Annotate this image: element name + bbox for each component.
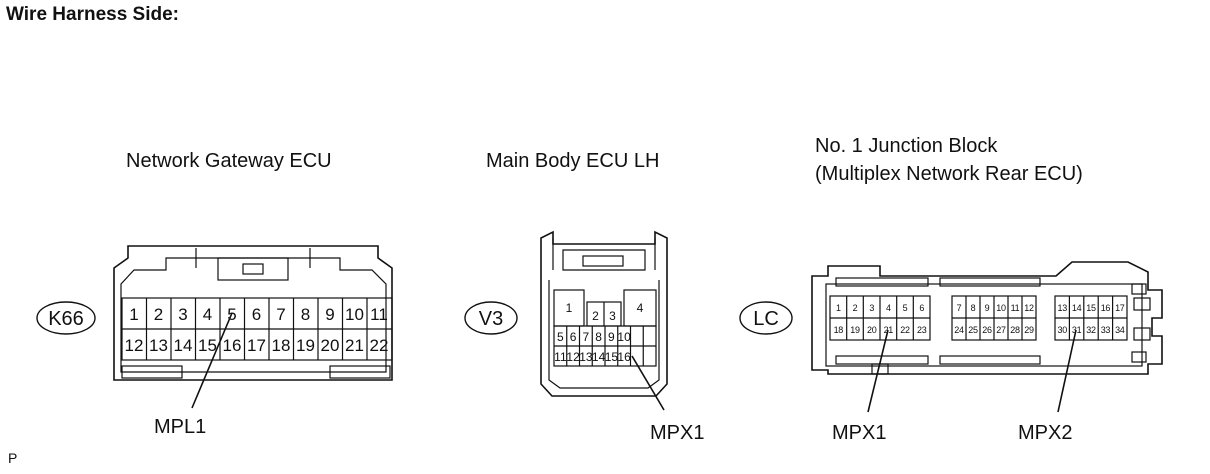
connector-1-housing xyxy=(113,245,393,381)
pin: 10 xyxy=(996,303,1006,313)
pin: 9 xyxy=(325,305,334,324)
pin: 14 xyxy=(1072,303,1082,313)
pin: 2 xyxy=(154,305,163,324)
callout-leader xyxy=(191,312,233,409)
connector-2-label: Main Body ECU LH xyxy=(486,150,659,172)
pin: 11 xyxy=(1011,303,1020,313)
connector-code: LC xyxy=(753,308,779,330)
pin: 26 xyxy=(982,325,992,335)
pin: 3 xyxy=(178,305,187,324)
pin: 6 xyxy=(919,303,924,313)
pin: 21 xyxy=(884,325,894,335)
pin: 2 xyxy=(853,303,858,313)
pin: 14 xyxy=(174,336,193,355)
connector-2-code-badge xyxy=(464,301,518,335)
page-footer-code: P xyxy=(8,450,18,466)
pin: 29 xyxy=(1024,325,1034,335)
pin: 10 xyxy=(345,305,364,324)
pin: 7 xyxy=(276,305,285,324)
pin: 25 xyxy=(968,325,978,335)
pin: 9 xyxy=(608,330,615,344)
pin: 12 xyxy=(1024,303,1034,313)
pin: 10 xyxy=(617,330,631,344)
pin: 22 xyxy=(900,325,910,335)
pin: 22 xyxy=(370,336,389,355)
pin: 21 xyxy=(345,336,364,355)
pin: 13 xyxy=(579,350,593,364)
pin: 5 xyxy=(903,303,908,313)
pin: 15 xyxy=(198,336,217,355)
pin: 24 xyxy=(954,325,964,335)
pin: 11 xyxy=(370,305,388,324)
pin: 31 xyxy=(1072,325,1082,335)
page-title: Wire Harness Side: xyxy=(6,4,180,25)
connector-1-label: Network Gateway ECU xyxy=(126,150,332,172)
connector-1-code-badge xyxy=(36,301,96,335)
pin: 1 xyxy=(566,301,573,315)
connector-3-pin-grid xyxy=(829,295,1128,341)
pin: 8 xyxy=(595,330,602,344)
pin: 12 xyxy=(566,350,580,364)
pin: 19 xyxy=(296,336,315,355)
connector-code: V3 xyxy=(479,308,503,330)
pin: 4 xyxy=(637,301,644,315)
callout-leader xyxy=(867,329,889,413)
pin: 17 xyxy=(247,336,266,355)
pin: 23 xyxy=(917,325,927,335)
pin: 3 xyxy=(609,309,616,323)
pin: 13 xyxy=(1057,303,1067,313)
pin: 1 xyxy=(836,303,841,313)
pin: 5 xyxy=(557,330,564,344)
pin: 17 xyxy=(1115,303,1125,313)
pin: 28 xyxy=(1010,325,1020,335)
callout-label: MPX1 xyxy=(650,422,704,444)
pin: 18 xyxy=(834,325,844,335)
pin: 34 xyxy=(1115,325,1125,335)
connector-1-pin-grid xyxy=(121,297,393,361)
pin: 30 xyxy=(1057,325,1067,335)
pin: 8 xyxy=(301,305,310,324)
pin: 9 xyxy=(985,303,990,313)
connector-2-housing xyxy=(540,230,668,397)
pin: 33 xyxy=(1101,325,1111,335)
pin: 18 xyxy=(272,336,291,355)
pin: 7 xyxy=(957,303,962,313)
callout-leader xyxy=(631,355,665,411)
pin: 32 xyxy=(1086,325,1096,335)
callout-label: MPX2 xyxy=(1018,422,1072,444)
pin: 16 xyxy=(223,336,242,355)
pin: 19 xyxy=(850,325,860,335)
pin: 15 xyxy=(1086,303,1096,313)
pin: 16 xyxy=(1101,303,1111,313)
callout-label: MPL1 xyxy=(154,416,206,438)
connector-3-label-line-1: No. 1 Junction Block xyxy=(815,135,998,157)
connector-3-label-line-2: (Multiplex Network Rear ECU) xyxy=(815,163,1083,185)
pin: 8 xyxy=(971,303,976,313)
pin: 12 xyxy=(125,336,144,355)
pin: 13 xyxy=(149,336,168,355)
pin: 6 xyxy=(570,330,577,344)
pin: 6 xyxy=(252,305,261,324)
pin: 7 xyxy=(583,330,590,344)
pin: 14 xyxy=(592,350,606,364)
pin: 27 xyxy=(996,325,1006,335)
pin: 20 xyxy=(867,325,877,335)
connector-2-pin-grid xyxy=(553,289,657,367)
pin: 3 xyxy=(869,303,874,313)
pin: 15 xyxy=(605,350,619,364)
connector-3-housing xyxy=(811,261,1163,375)
pin: 20 xyxy=(321,336,340,355)
pin: 2 xyxy=(592,309,599,323)
callout-leader xyxy=(1057,329,1077,413)
pin: 4 xyxy=(203,305,212,324)
pin: 16 xyxy=(617,350,631,364)
pin: 11 xyxy=(554,350,567,364)
connector-code: K66 xyxy=(48,308,84,330)
pin: 4 xyxy=(886,303,891,313)
callout-label: MPX1 xyxy=(832,422,886,444)
pin: 1 xyxy=(129,305,138,324)
connector-3-code-badge xyxy=(739,301,793,335)
